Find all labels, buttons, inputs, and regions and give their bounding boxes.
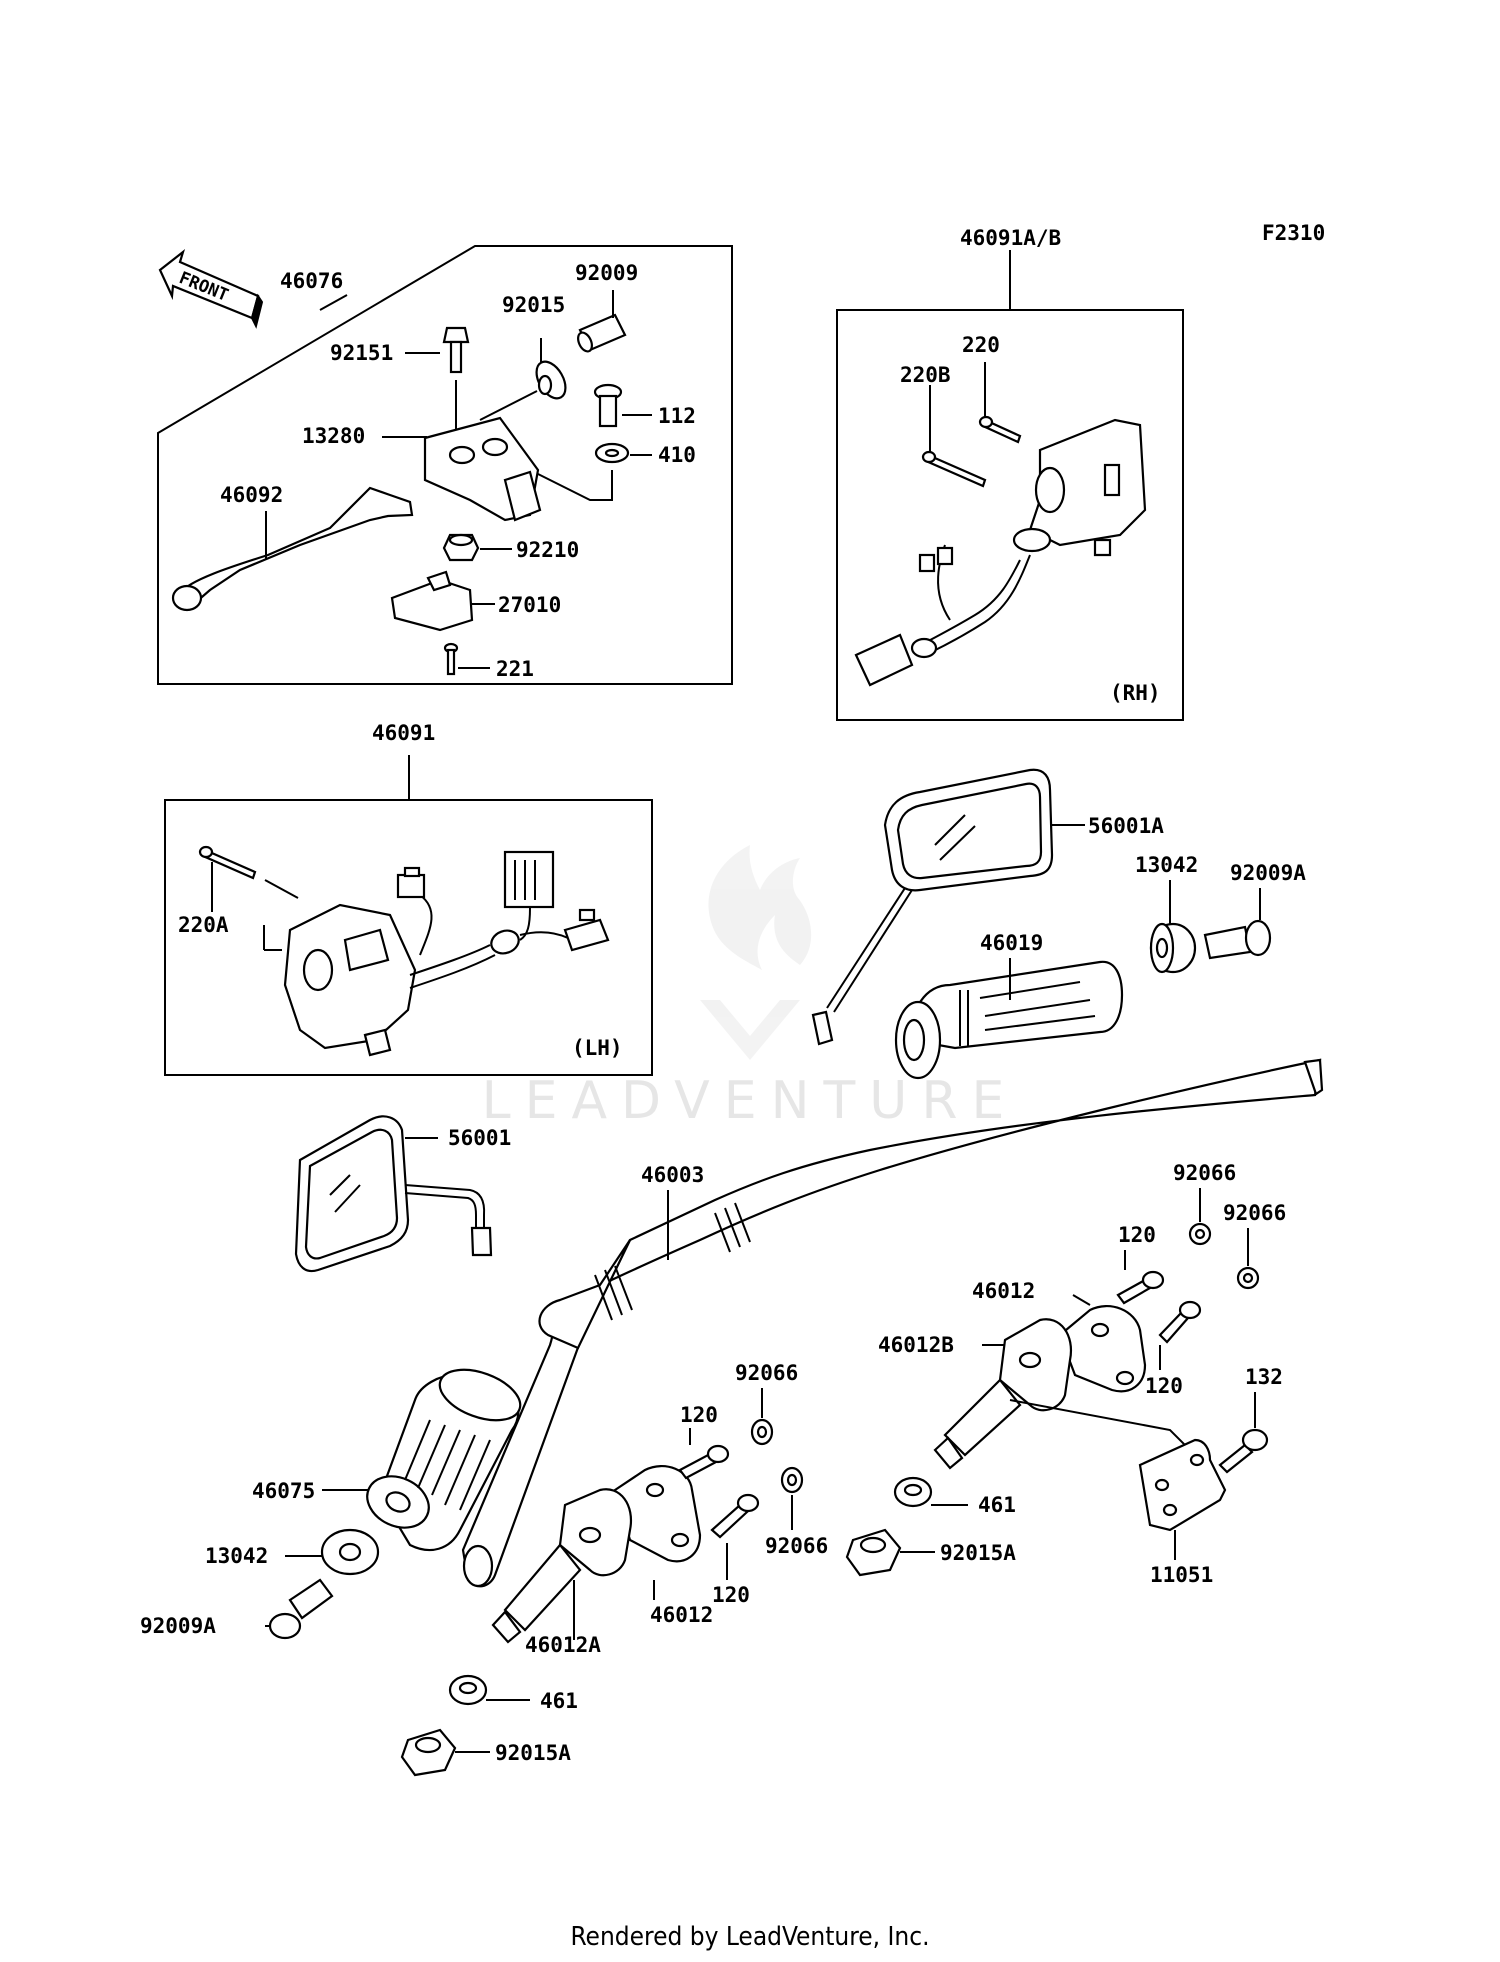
footer-credit: Rendered by LeadVenture, Inc. bbox=[570, 1922, 929, 1952]
callout-46012a: 46012A bbox=[525, 1633, 601, 1657]
callout-46076: 46076 bbox=[280, 269, 343, 293]
bolt-92151 bbox=[442, 326, 470, 374]
handlebar-46003 bbox=[461, 1058, 1324, 1588]
callout-461-right: 461 bbox=[978, 1493, 1016, 1517]
callout-220a: 220A bbox=[178, 913, 229, 937]
callout-46012-right: 46012 bbox=[972, 1279, 1035, 1303]
nut-92015a-left bbox=[400, 1728, 457, 1777]
washer-92066-b bbox=[1236, 1266, 1260, 1290]
callout-92009a-left: 92009A bbox=[140, 1614, 216, 1638]
callout-92210: 92210 bbox=[516, 538, 579, 562]
callout-120-d: 120 bbox=[680, 1403, 718, 1427]
washer-92066-e bbox=[780, 1466, 804, 1494]
callout-120-a: 120 bbox=[1118, 1223, 1156, 1247]
bracket-11051 bbox=[1138, 1438, 1227, 1532]
lh-switch-housing bbox=[283, 903, 417, 1057]
washer-92066-d bbox=[750, 1418, 774, 1446]
bracket-13280 bbox=[423, 416, 542, 522]
bolt-132 bbox=[1218, 1428, 1269, 1474]
lh-switch-box bbox=[164, 799, 653, 1076]
mirror-56001 bbox=[294, 1115, 493, 1273]
callout-46091ab: 46091A/B bbox=[960, 226, 1061, 250]
callout-220b: 220B bbox=[900, 363, 951, 387]
callout-92015a-right: 92015A bbox=[940, 1541, 1016, 1565]
callout-132: 132 bbox=[1245, 1365, 1283, 1389]
callout-13280: 13280 bbox=[302, 424, 365, 448]
mirror-56001a bbox=[811, 768, 1054, 1046]
callout-46075: 46075 bbox=[252, 1479, 315, 1503]
bolt-120-d bbox=[678, 1444, 730, 1480]
callout-46003: 46003 bbox=[641, 1163, 704, 1187]
callout-92066-e: 92066 bbox=[765, 1534, 828, 1558]
grip-46019 bbox=[894, 960, 1124, 1080]
callout-120-b: 120 bbox=[712, 1583, 750, 1607]
callout-13042-right: 13042 bbox=[1135, 853, 1198, 877]
weight-13042-right bbox=[1149, 922, 1197, 974]
clamp-46012-left bbox=[613, 1465, 702, 1563]
screw-220a bbox=[198, 845, 257, 880]
screw-221 bbox=[443, 642, 459, 676]
callout-46092: 46092 bbox=[220, 483, 283, 507]
adjuster-92009 bbox=[577, 313, 627, 353]
grip-46075 bbox=[366, 1368, 522, 1552]
callout-92066-d: 92066 bbox=[735, 1361, 798, 1385]
locknut-92015 bbox=[535, 360, 567, 400]
lh-label: (LH) bbox=[572, 1036, 623, 1060]
watermark-logo bbox=[700, 845, 812, 1060]
rh-main-connector bbox=[854, 633, 938, 687]
callout-56001a: 56001A bbox=[1088, 814, 1164, 838]
washer-461-left bbox=[448, 1674, 488, 1706]
callout-92009a-right: 92009A bbox=[1230, 861, 1306, 885]
nut-92015a-right bbox=[845, 1528, 902, 1577]
weight-13042-left bbox=[320, 1528, 380, 1576]
holder-46012b bbox=[933, 1318, 1073, 1470]
rh-connector-small bbox=[918, 546, 954, 573]
callout-461-left: 461 bbox=[540, 1689, 578, 1713]
callout-46012-left: 46012 bbox=[650, 1603, 713, 1627]
lever-group-box bbox=[157, 245, 733, 685]
callout-92066-a: 92066 bbox=[1173, 1161, 1236, 1185]
callout-112: 112 bbox=[658, 404, 696, 428]
rh-switch-box bbox=[836, 309, 1184, 721]
callout-46091: 46091 bbox=[372, 721, 435, 745]
bolt-120-b bbox=[710, 1493, 760, 1539]
callout-92015a-left: 92015A bbox=[495, 1741, 571, 1765]
switch-27010 bbox=[390, 570, 474, 632]
callout-92015: 92015 bbox=[502, 293, 565, 317]
bolt-92009a-right bbox=[1203, 919, 1272, 960]
callout-46019: 46019 bbox=[980, 931, 1043, 955]
callout-220: 220 bbox=[962, 333, 1000, 357]
lever-46092 bbox=[171, 486, 414, 612]
callout-410: 410 bbox=[658, 443, 696, 467]
watermark-text: LEADVENTURE bbox=[482, 1071, 1019, 1131]
callout-27010: 27010 bbox=[498, 593, 561, 617]
callout-13042-left: 13042 bbox=[205, 1544, 268, 1568]
callout-221: 221 bbox=[496, 657, 534, 681]
rh-label: (RH) bbox=[1110, 681, 1161, 705]
lh-connectors bbox=[396, 850, 610, 955]
callout-92151: 92151 bbox=[330, 341, 393, 365]
diagram-code: F2310 bbox=[1262, 221, 1325, 245]
front-arrow-icon: FRONT bbox=[158, 249, 264, 329]
screws-220 bbox=[921, 415, 1022, 488]
rh-switch-housing bbox=[1012, 418, 1147, 557]
callout-92066-b: 92066 bbox=[1223, 1201, 1286, 1225]
holder-46012a bbox=[491, 1488, 633, 1644]
bolt-112 bbox=[593, 383, 623, 428]
bolt-120-a bbox=[1116, 1270, 1165, 1305]
callout-46012b: 46012B bbox=[878, 1333, 954, 1357]
clamp-46012-right bbox=[1058, 1305, 1147, 1393]
nut-92210 bbox=[442, 533, 480, 562]
washer-461-right bbox=[893, 1476, 933, 1508]
callout-120-c: 120 bbox=[1145, 1374, 1183, 1398]
bolt-92009a-left bbox=[268, 1578, 334, 1640]
callout-11051: 11051 bbox=[1150, 1563, 1213, 1587]
washer-410 bbox=[594, 442, 630, 464]
callout-92009: 92009 bbox=[575, 261, 638, 285]
washer-92066-a bbox=[1188, 1222, 1212, 1246]
callout-56001: 56001 bbox=[448, 1126, 511, 1150]
bolt-120-c bbox=[1158, 1300, 1202, 1344]
